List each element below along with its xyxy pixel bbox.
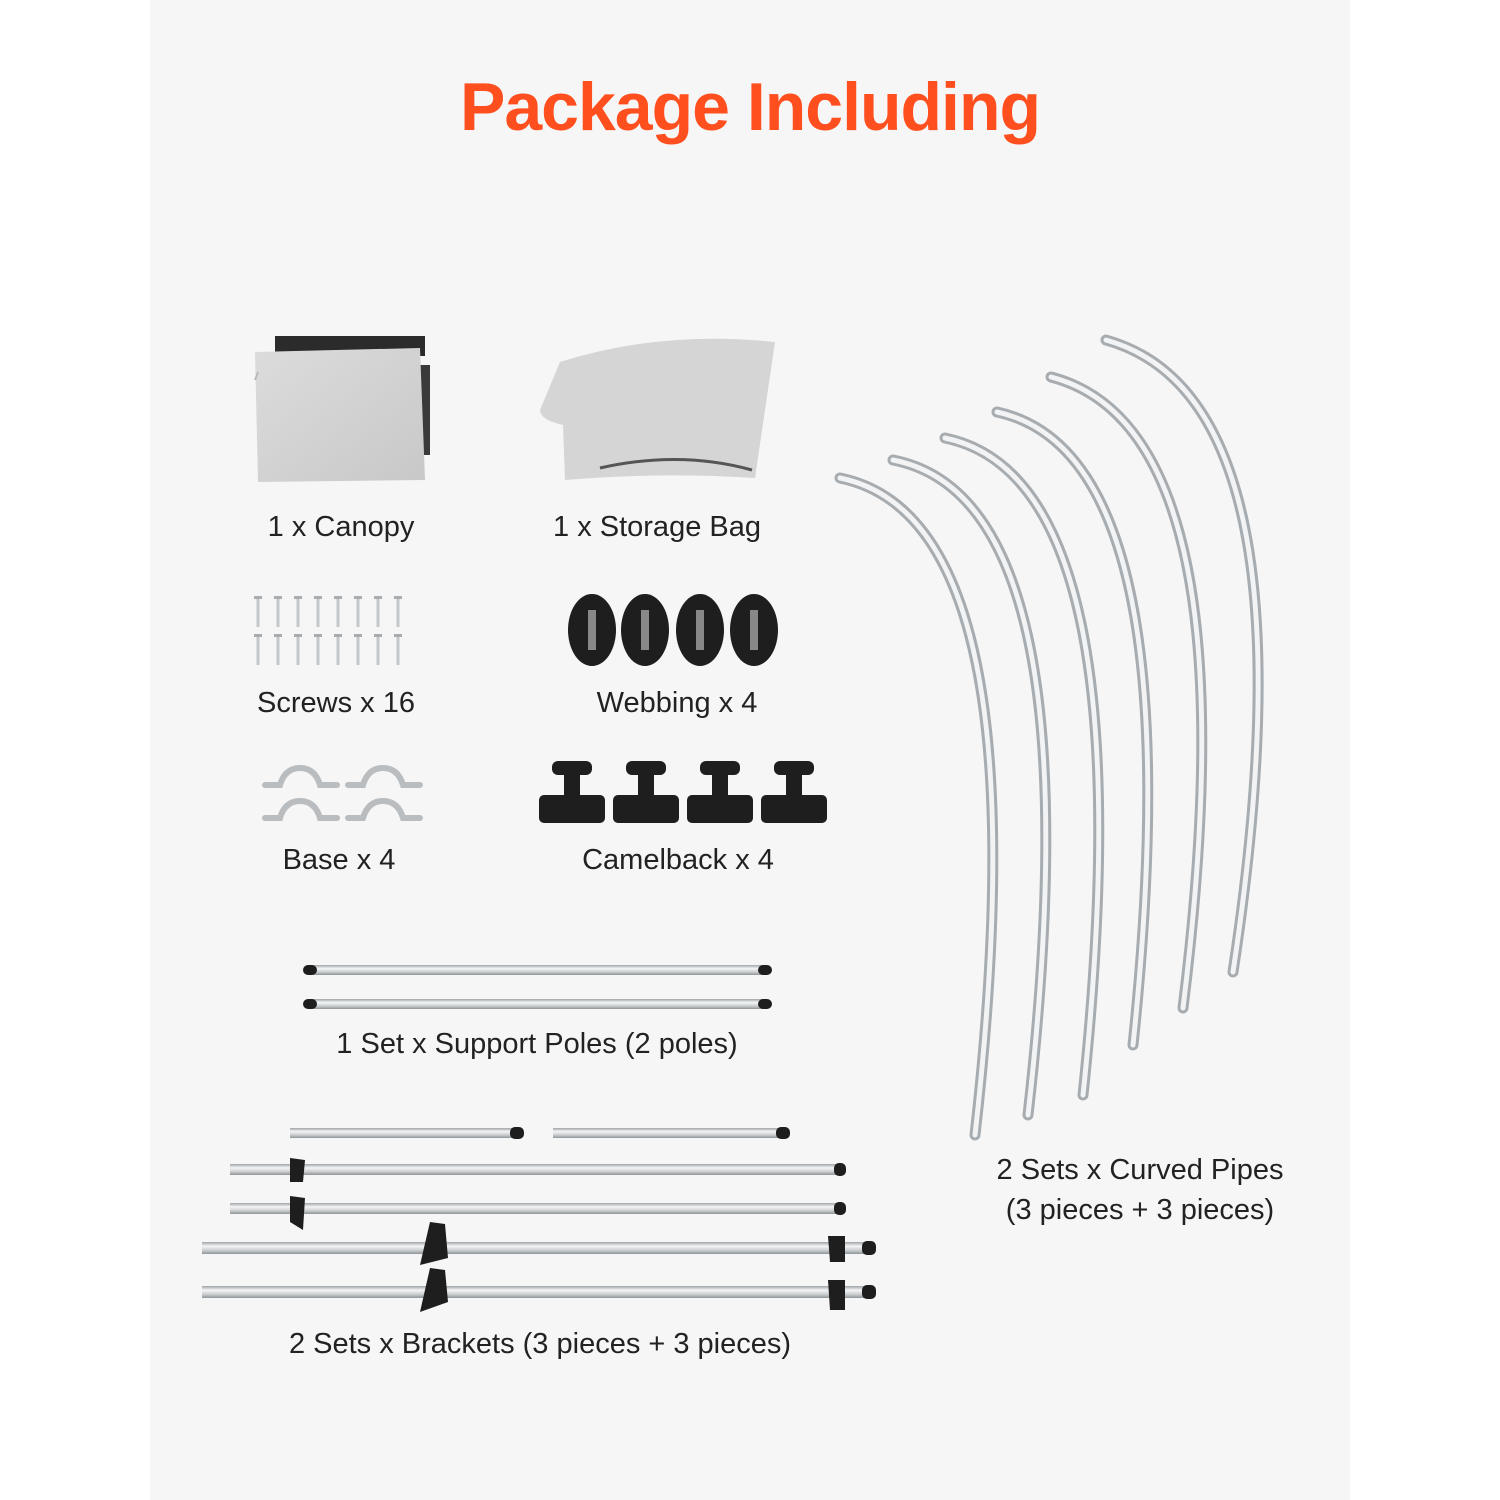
curved-pipes-image bbox=[834, 334, 1264, 1141]
storage-bag-image bbox=[540, 338, 775, 480]
support-poles-image bbox=[303, 965, 772, 1009]
brackets-label: 2 Sets x Brackets (3 pieces + 3 pieces) bbox=[288, 1328, 792, 1360]
screws-image bbox=[254, 596, 402, 665]
camelback-image bbox=[539, 761, 827, 823]
canopy-label: 1 x Canopy bbox=[267, 511, 415, 543]
camelback-label: Camelback x 4 bbox=[582, 844, 774, 876]
curved-pipes-label-line1: 2 Sets x Curved Pipes bbox=[996, 1154, 1284, 1186]
curved-pipes-label: 2 Sets x Curved Pipes (3 pieces + 3 piec… bbox=[997, 1150, 1284, 1230]
webbing-label: Webbing x 4 bbox=[596, 687, 758, 719]
support-poles-label: 1 Set x Support Poles (2 poles) bbox=[336, 1028, 738, 1060]
base-image bbox=[262, 764, 423, 821]
canopy-image bbox=[254, 336, 430, 482]
page-title: Package Including bbox=[459, 69, 1041, 145]
webbing-image bbox=[568, 594, 778, 666]
base-label: Base x 4 bbox=[282, 844, 396, 876]
screws-label: Screws x 16 bbox=[257, 687, 415, 719]
storage-bag-label: 1 x Storage Bag bbox=[553, 511, 761, 543]
brackets-image bbox=[202, 1127, 876, 1312]
curved-pipes-label-line2: (3 pieces + 3 pieces) bbox=[1005, 1194, 1275, 1226]
